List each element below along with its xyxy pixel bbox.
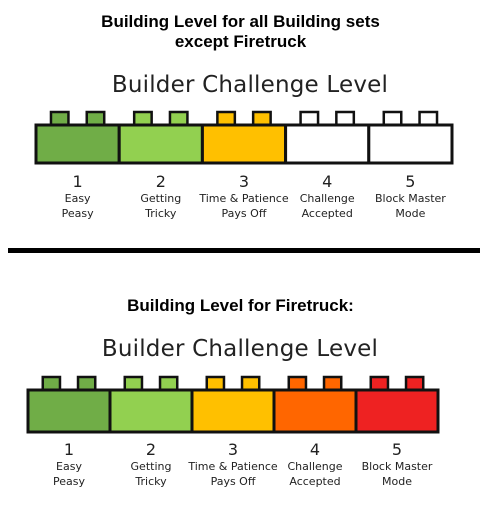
- challenge-level-bar: [34, 110, 454, 165]
- level-2-block: [117, 123, 204, 165]
- challenge-level-bar: [26, 375, 440, 434]
- level-number: 2: [145, 440, 157, 459]
- level-2-block: [108, 388, 194, 434]
- level-number: 2: [155, 172, 166, 191]
- level-4-block: [284, 123, 371, 165]
- level-name-line-2: Peasy: [61, 207, 94, 220]
- level-3-block: [200, 123, 288, 165]
- level-name-line-1: Easy: [56, 460, 82, 473]
- level-4-block: [272, 388, 358, 434]
- level-name-line-1: Block Master: [374, 192, 446, 205]
- level-name-line-1: Challenge: [299, 192, 355, 205]
- level-number: 3: [227, 440, 239, 459]
- level-5-block: [367, 123, 454, 165]
- level-name-line-1: Block Master: [361, 460, 433, 473]
- section-divider: [8, 248, 480, 253]
- challenge-title: Builder Challenge Level: [101, 336, 379, 362]
- level-number: 4: [322, 172, 333, 191]
- level-number: 1: [72, 172, 83, 191]
- level-3-block: [190, 388, 276, 434]
- level-name-line-2: Accepted: [289, 475, 341, 488]
- level-name-line-1: Easy: [64, 192, 91, 205]
- level-number: 4: [309, 440, 321, 459]
- level-name-line-1: Time & Patience: [199, 192, 289, 205]
- level-name-line-2: Pays Off: [221, 207, 267, 220]
- challenge-title: Builder Challenge Level: [111, 72, 389, 98]
- level-1-block: [34, 123, 121, 165]
- level-number: 3: [238, 172, 250, 191]
- level-name-line-2: Accepted: [301, 207, 353, 220]
- level-number: 1: [63, 440, 75, 459]
- heading-line-2: except Firetruck: [174, 32, 307, 51]
- level-name-line-2: Tricky: [135, 475, 167, 488]
- level-name-line-2: Mode: [395, 207, 426, 220]
- level-name-line-2: Pays Off: [210, 475, 256, 488]
- heading-line-1: Building Level for all Building sets: [101, 12, 380, 31]
- level-name-line-1: Getting: [140, 192, 182, 205]
- level-number: 5: [405, 172, 416, 191]
- level-1-block: [26, 388, 112, 434]
- level-name-line-2: Peasy: [53, 475, 85, 488]
- heading-firetruck: Building Level for Firetruck:: [0, 296, 481, 316]
- level-name-line-1: Challenge: [287, 460, 343, 473]
- level-5-block: [354, 388, 440, 434]
- level-name-line-2: Mode: [382, 475, 412, 488]
- level-name-line-2: Tricky: [145, 207, 177, 220]
- level-name-line-1: Getting: [130, 460, 172, 473]
- heading-line-1: Building Level for Firetruck:: [127, 296, 354, 315]
- level-name-line-1: Time & Patience: [188, 460, 278, 473]
- level-number: 5: [391, 440, 403, 459]
- heading-all-sets: Building Level for all Building sets exc…: [0, 12, 481, 52]
